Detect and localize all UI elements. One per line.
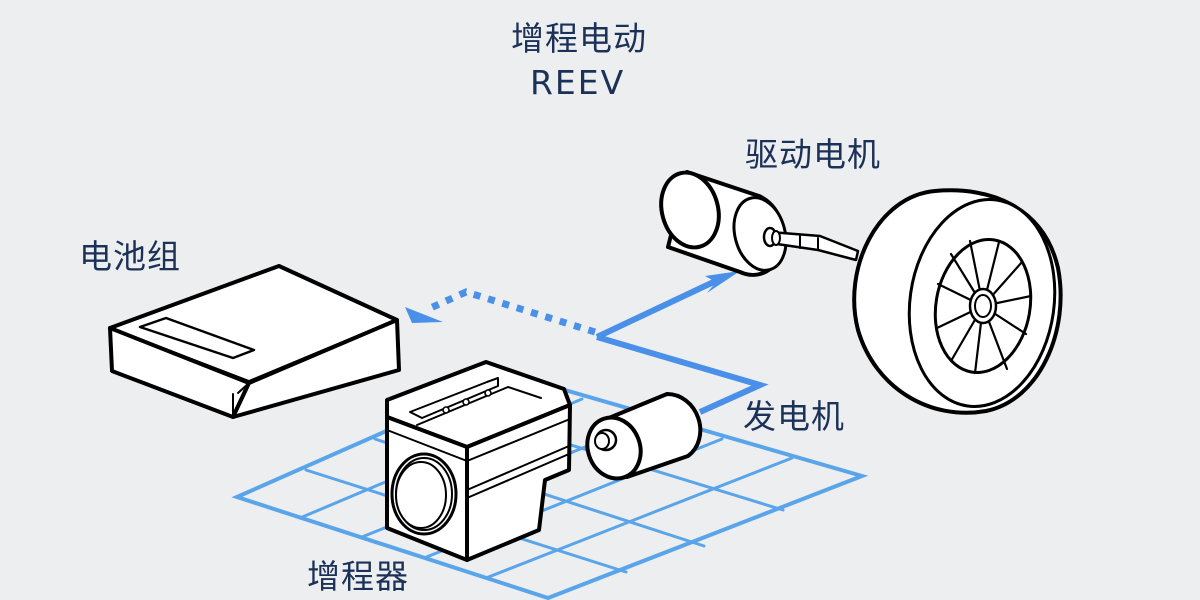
energy-flow-arrows [405, 271, 769, 415]
drive-motor-icon [659, 170, 860, 277]
arrowhead-to-motor [705, 271, 740, 293]
drive-motor-label: 驱动电机 [745, 135, 881, 174]
flow-line-junction-to-motor [595, 275, 724, 340]
battery-pack-icon [108, 264, 401, 419]
diagram-title: 增程电动 [511, 19, 647, 58]
diagram-subtitle: REEV [530, 63, 626, 102]
range-extender-label: 增程器 [307, 557, 409, 596]
grid-line [484, 456, 794, 580]
generator-icon [585, 391, 703, 481]
flow-line-junction-to-battery [424, 288, 597, 336]
range-extender-icon [385, 360, 572, 562]
wheel-icon [852, 188, 1063, 415]
battery-pack-label: 电池组 [79, 237, 181, 276]
flow-line-generator-to-junction [596, 334, 769, 415]
generator-label: 发电机 [743, 397, 845, 436]
arrowhead-to-battery [405, 307, 443, 323]
